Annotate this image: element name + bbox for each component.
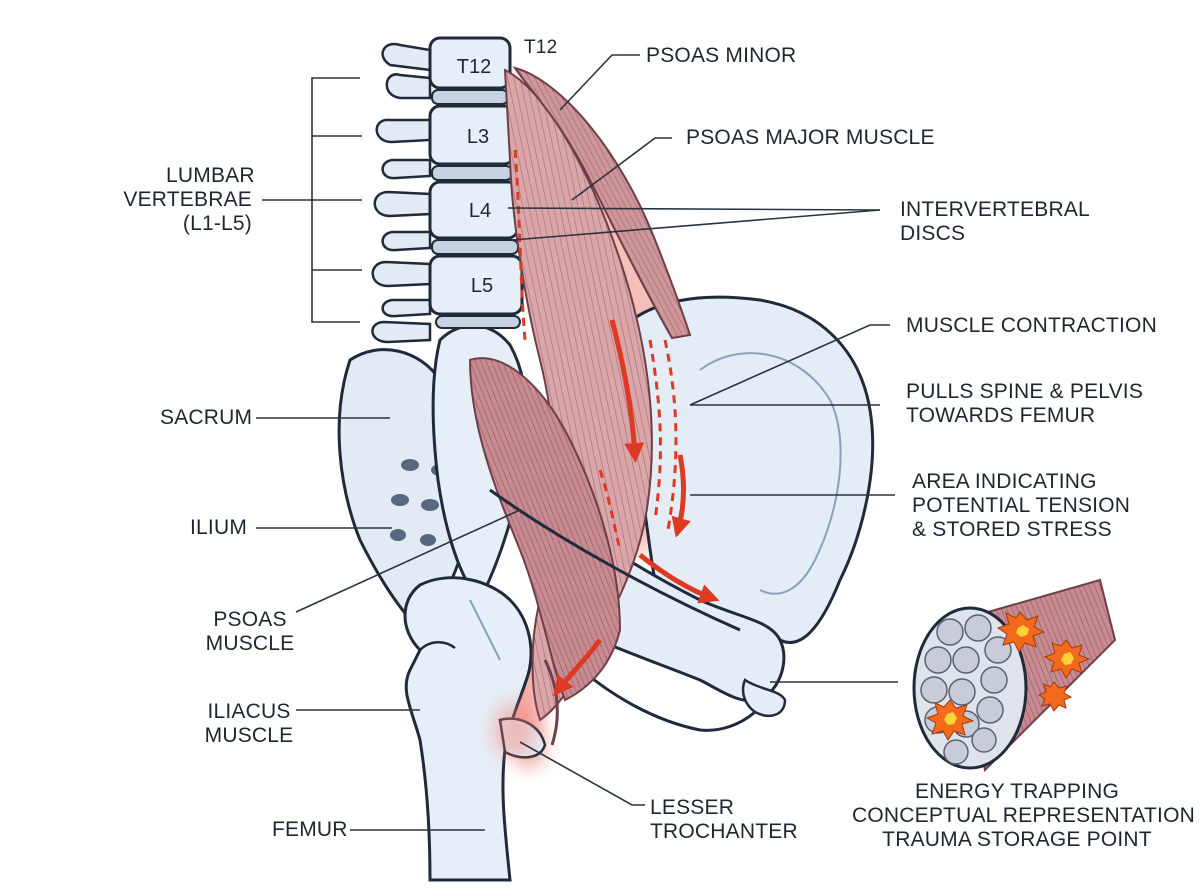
vertebra-label-l3: L3 — [467, 126, 489, 148]
label-femur: FEMUR — [272, 818, 348, 841]
arrow-4 — [553, 638, 602, 697]
arrow-2 — [671, 454, 691, 538]
energy-trapping-fiber-bundle — [912, 578, 1117, 773]
label-energy-trapping-line1: ENERGY TRAPPING — [914, 780, 1120, 803]
ilium-wing-inner — [699, 352, 842, 595]
vertebral-processes — [371, 42, 432, 344]
label-energy-trapping-line3: TRAUMA STORAGE POINT — [882, 828, 1152, 851]
label-psoas-minor: PSOAS MINOR — [646, 44, 797, 67]
label-muscle-contraction: MUSCLE CONTRACTION — [906, 314, 1157, 337]
label-ilium: ILIUM — [190, 516, 248, 539]
label-lesser-trochanter-line2: TROCHANTER — [650, 820, 798, 843]
tendon-lower — [543, 659, 559, 746]
vertebra-t12 — [428, 36, 512, 90]
psoas-minor-muscle — [512, 66, 692, 340]
label-psoas-muscle: PSOAS MUSCLE — [200, 608, 300, 656]
label-iliacus-muscle-line2: MUSCLE — [204, 724, 294, 747]
inguinal-ligament — [489, 488, 741, 632]
arrow-3 — [638, 553, 720, 604]
label-iliacus-muscle: ILIACUS MUSCLE — [194, 700, 304, 748]
leader-lines — [256, 54, 898, 831]
label-sacrum: SACRUM — [160, 406, 253, 429]
label-lumbar-line2: VERTEBRAE — [123, 188, 252, 211]
label-area-tension-line1: AREA INDICATING — [912, 470, 1097, 493]
label-intervertebral-discs: INTERVERTEBRAL DISCS — [900, 198, 1090, 246]
label-lumbar-line1: LUMBAR — [166, 164, 255, 187]
label-iliacus-muscle-line1: ILIACUS — [207, 700, 291, 723]
label-pulls-spine-line1: PULLS SPINE & PELVIS — [906, 380, 1144, 403]
label-t12-side: T12 — [524, 37, 558, 58]
label-energy-trapping-line2: CONCEPTUAL REPRESENTATION / — [852, 804, 1200, 827]
label-lesser-trochanter: LESSER TROCHANTER — [650, 796, 798, 844]
vertebra-l5 — [428, 254, 524, 316]
label-pulls-spine: PULLS SPINE & PELVIS TOWARDS FEMUR — [906, 380, 1143, 428]
femur-neck-shadow — [469, 599, 501, 661]
disc-2 — [431, 165, 513, 181]
lesser-trochanter-glow — [493, 702, 537, 758]
label-intervertebral-discs-line2: DISCS — [900, 222, 966, 245]
disc-1 — [431, 89, 509, 105]
label-psoas-muscle-line2: MUSCLE — [205, 632, 295, 655]
ischial-tuberosity — [741, 678, 787, 717]
vertebra-label-l4: L4 — [469, 200, 491, 222]
burst-icon — [1037, 681, 1073, 712]
label-psoas-major: PSOAS MAJOR MUSCLE — [686, 126, 935, 149]
fiber-cells — [920, 614, 1012, 765]
label-area-tension-line3: & STORED STRESS — [912, 518, 1112, 541]
label-psoas-muscle-line1: PSOAS — [213, 608, 287, 631]
trauma-burst-icons — [925, 611, 1091, 741]
label-pulls-spine-line2: TOWARDS FEMUR — [906, 404, 1096, 427]
spine — [371, 36, 524, 344]
femur-greater-trochanter — [419, 641, 456, 651]
label-lesser-trochanter-line1: LESSER — [650, 796, 735, 819]
vertebra-label-t12: T12 — [457, 56, 491, 78]
label-area-tension-line2: POTENTIAL TENSION — [912, 494, 1131, 517]
iliacus-muscle — [468, 357, 622, 702]
disc-3 — [431, 239, 519, 255]
contraction-arrows — [553, 319, 720, 697]
label-lumbar-vertebrae: LUMBAR VERTEBRAE (L1-L5) — [120, 164, 255, 236]
label-area-tension: AREA INDICATING POTENTIAL TENSION & STOR… — [912, 470, 1130, 542]
tension-dashed-lines — [513, 149, 678, 551]
label-intervertebral-discs-line1: INTERVERTEBRAL — [900, 198, 1090, 221]
arrow-1 — [609, 319, 645, 463]
label-energy-trapping: ENERGY TRAPPING CONCEPTUAL REPRESENTATIO… — [852, 780, 1200, 852]
disc-4 — [435, 315, 521, 329]
vertebra-label-l5: L5 — [471, 275, 493, 297]
label-lumbar-line3: (L1-L5) — [182, 212, 252, 235]
